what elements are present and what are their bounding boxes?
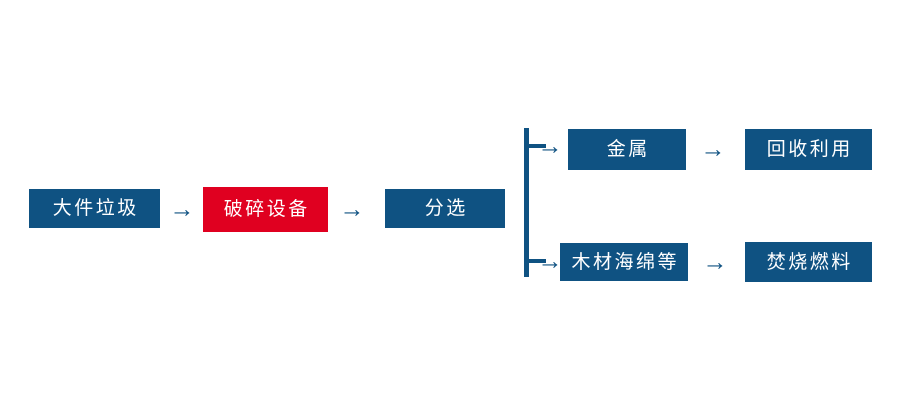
node-wood-sponge-etc[interactable]: 木材海绵等 — [560, 243, 688, 281]
branch-bracket-spine — [524, 128, 529, 277]
node-label: 大件垃圾 — [52, 198, 139, 219]
node-bulky-waste[interactable]: 大件垃圾 — [29, 189, 160, 228]
arrow-right-icon-wood-to-incineration: → — [702, 247, 728, 276]
arrow-right-icon-crusher-to-sorting: → — [339, 194, 365, 223]
node-recycling-reuse[interactable]: 回收利用 — [745, 129, 872, 170]
arrow-right-icon-sorting-to-wood: → — [537, 246, 563, 275]
node-label: 金属 — [606, 139, 650, 160]
node-label: 焚烧燃料 — [766, 251, 853, 273]
node-label: 回收利用 — [766, 139, 853, 160]
arrow-right-icon-bulky-to-crusher: → — [169, 194, 195, 223]
branch-stub-upper — [524, 144, 546, 148]
node-label: 木材海绵等 — [571, 251, 679, 273]
node-crushing-equipment[interactable]: 破碎设备 — [203, 187, 328, 232]
node-metal[interactable]: 金属 — [568, 129, 686, 170]
node-label: 分选 — [424, 198, 468, 219]
node-sorting[interactable]: 分选 — [385, 189, 505, 228]
node-incineration-fuel[interactable]: 焚烧燃料 — [745, 242, 872, 282]
branch-stub-lower — [524, 259, 546, 263]
arrow-right-icon-sorting-to-metal: → — [537, 131, 563, 160]
node-label: 破碎设备 — [223, 199, 310, 220]
arrow-right-icon-metal-to-recycling: → — [700, 134, 726, 163]
